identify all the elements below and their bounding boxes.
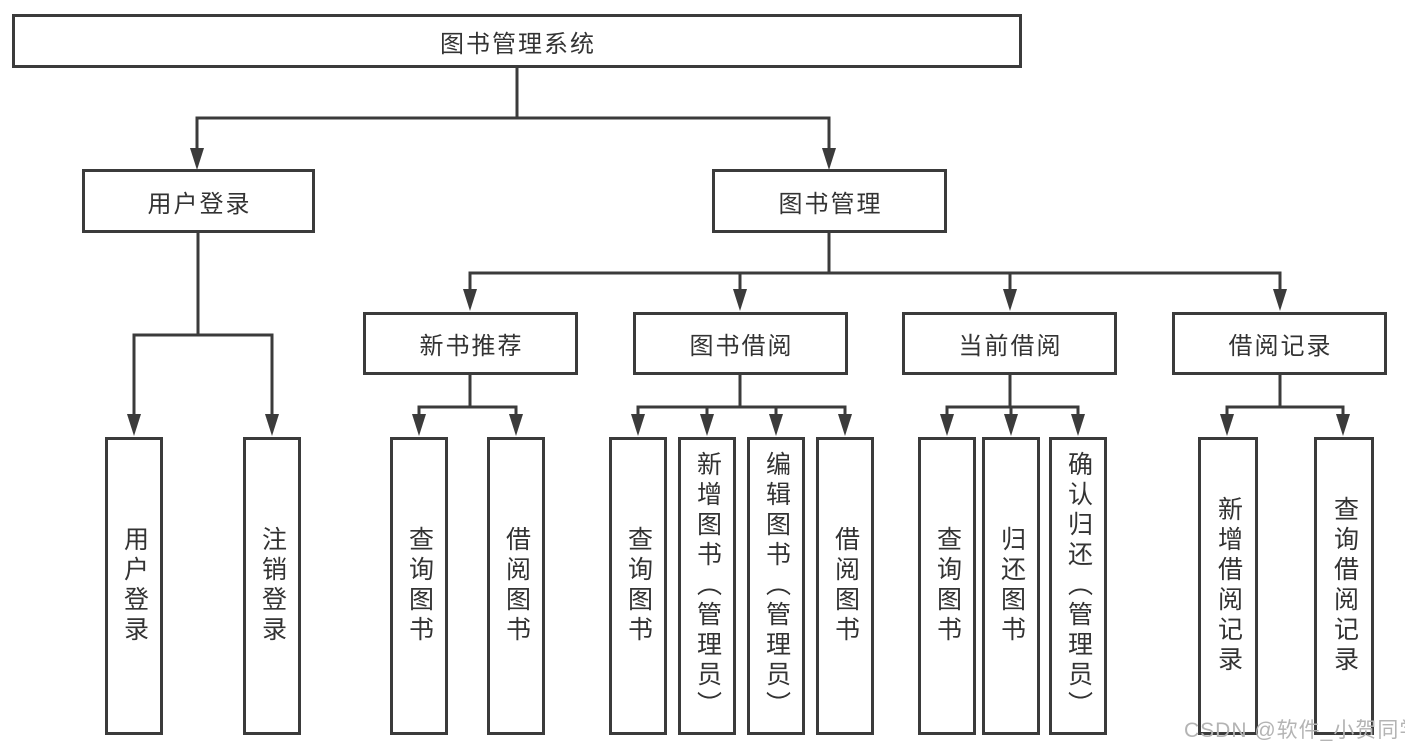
connectors-book-management-branch [463,233,1287,311]
connectors-new-book-branch [412,375,523,436]
node-current-borrow: 当前借阅 [902,312,1117,375]
leaf-query-books-recommend-label: 查询图书 [405,526,434,646]
connectors-current-borrow-branch [940,375,1085,436]
node-user-login: 用户登录 [82,169,315,233]
leaf-add-book-admin: 新增图书（管理员） [678,437,736,735]
node-borrow-records-label: 借阅记录 [1228,333,1333,360]
node-user-login-label: 用户登录 [147,190,252,218]
leaf-user-login-label: 用户登录 [120,526,149,646]
leaf-return-book: 归还图书 [982,437,1040,735]
node-root: 图书管理系统 [12,14,1022,68]
leaf-return-book-label: 归还图书 [997,526,1026,646]
connectors-user-login-branch [127,233,279,436]
leaf-query-borrow-record: 查询借阅记录 [1314,437,1374,735]
leaf-add-borrow-record: 新增借阅记录 [1198,437,1258,735]
leaf-add-borrow-record-label: 新增借阅记录 [1214,496,1243,676]
leaf-confirm-return-admin-label: 确认归还（管理员） [1064,451,1093,721]
node-borrow-records: 借阅记录 [1172,312,1387,375]
node-book-management: 图书管理 [712,169,947,233]
node-new-book-recommend-label: 新书推荐 [419,333,524,360]
leaf-edit-book-admin: 编辑图书（管理员） [747,437,805,735]
leaf-add-book-admin-label: 新增图书（管理员） [693,451,722,721]
node-current-borrow-label: 当前借阅 [958,333,1063,360]
leaf-borrow-books: 借阅图书 [816,437,874,735]
leaf-user-login: 用户登录 [105,437,163,735]
leaf-query-borrow-record-label: 查询借阅记录 [1330,496,1359,676]
node-root-label: 图书管理系统 [440,30,596,58]
connectors-book-borrow-branch [631,375,852,436]
csdn-watermark: CSDN @软件_小贺同学 [1184,719,1405,742]
leaf-borrow-books-recommend-label: 借阅图书 [502,526,531,646]
leaf-borrow-books-recommend: 借阅图书 [487,437,545,735]
leaf-logout-label: 注销登录 [258,526,287,646]
leaf-confirm-return-admin: 确认归还（管理员） [1049,437,1107,735]
node-book-borrow: 图书借阅 [633,312,848,375]
leaf-logout: 注销登录 [243,437,301,735]
leaf-query-books-recommend: 查询图书 [390,437,448,735]
leaf-query-books-borrow: 查询图书 [609,437,667,735]
leaf-query-books-current-label: 查询图书 [933,526,962,646]
leaf-edit-book-admin-label: 编辑图书（管理员） [762,451,791,721]
node-new-book-recommend: 新书推荐 [363,312,578,375]
leaf-query-books-borrow-label: 查询图书 [624,526,653,646]
node-book-management-label: 图书管理 [778,190,883,218]
leaf-query-books-current: 查询图书 [918,437,976,735]
connectors-borrow-records-branch [1220,375,1350,436]
connectors-root-to-level2 [190,68,836,170]
leaf-borrow-books-label: 借阅图书 [831,526,860,646]
node-book-borrow-label: 图书借阅 [689,333,794,360]
